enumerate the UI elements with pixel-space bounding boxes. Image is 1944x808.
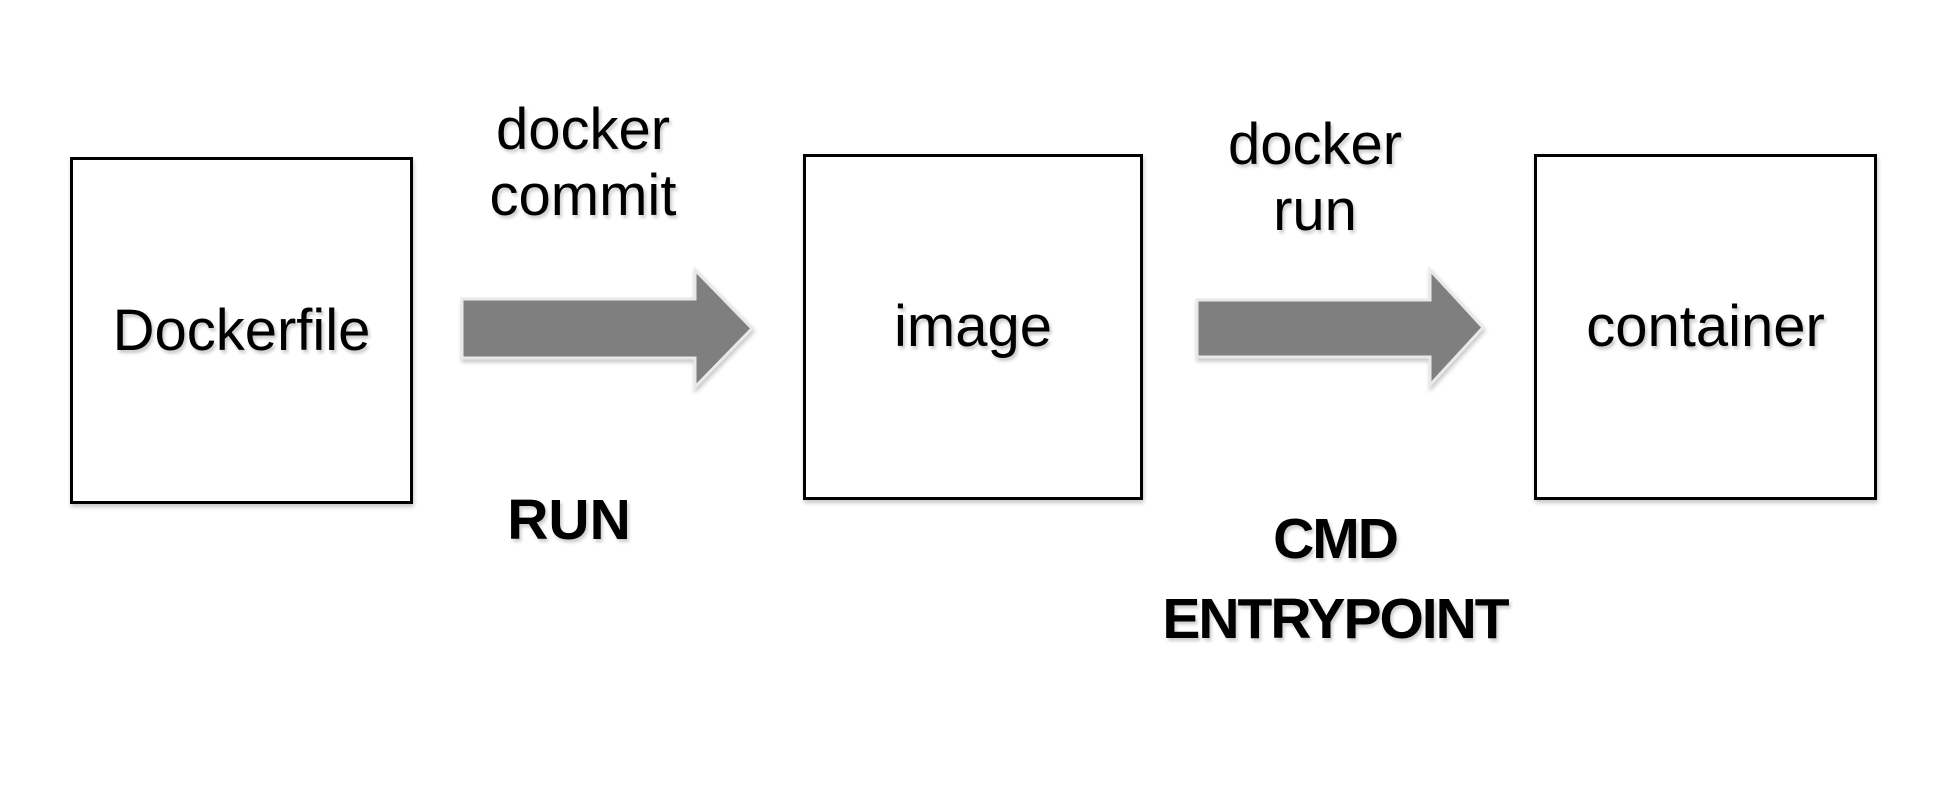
edge1-command-line1: docker (495, 97, 671, 162)
edge2-command-line1: docker (1227, 112, 1403, 177)
right-arrow-icon (1195, 266, 1486, 389)
right-arrow-icon (460, 266, 755, 391)
edge2-instruction-line2: ENTRYPOINT (1162, 587, 1509, 651)
edge1-instruction-line1: RUN (507, 488, 631, 552)
node-image: image (803, 154, 1143, 500)
edge1-command-line2: commit (489, 163, 677, 228)
edge1-instruction-label: RUN (444, 487, 694, 553)
node-container-label: container (1586, 294, 1825, 360)
edge2-command-line2: run (1273, 178, 1357, 243)
right-arrow-shape (1195, 266, 1486, 389)
node-image-label: image (894, 294, 1052, 360)
node-dockerfile: Dockerfile (70, 157, 413, 504)
right-arrow-shape (460, 266, 755, 391)
edge2-instruction-label: CMD ENTRYPOINT (1135, 499, 1535, 659)
edge2-command-label: docker run (1165, 112, 1465, 244)
edge2-instruction-line1: CMD (1273, 507, 1399, 571)
edge1-command-label: docker commit (433, 97, 733, 229)
node-dockerfile-label: Dockerfile (112, 297, 371, 363)
node-container: container (1534, 154, 1877, 500)
